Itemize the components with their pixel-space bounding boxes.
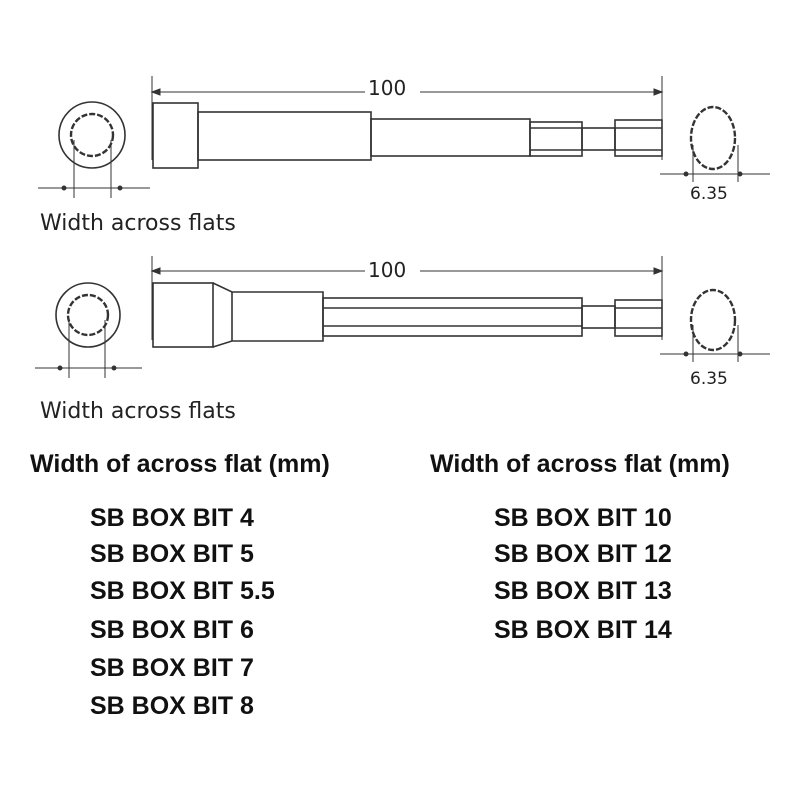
- length-dimension: [150, 256, 664, 340]
- width-dimension: [35, 320, 142, 378]
- shank-size-label: 6.35: [690, 369, 728, 389]
- length-dimension: [150, 76, 664, 160]
- size-item: SB BOX BIT 6: [90, 616, 254, 644]
- size-item: SB BOX BIT 14: [494, 616, 672, 644]
- bit-side-view: [152, 282, 663, 348]
- size-item: SB BOX BIT 5: [90, 540, 254, 568]
- size-item: SB BOX BIT 4: [90, 504, 254, 532]
- size-item: SB BOX BIT 10: [494, 504, 672, 532]
- shank-dimension: [660, 325, 770, 362]
- socket-end-view-outer: [58, 101, 126, 169]
- size-item: SB BOX BIT 7: [90, 654, 254, 682]
- length-label: 100: [368, 76, 407, 100]
- box-bit-drawing-2: [35, 256, 770, 378]
- box-bit-drawing-1: [38, 76, 770, 198]
- bit-side-view: [152, 102, 663, 169]
- socket-end-view-outer: [55, 282, 121, 348]
- hex-shank-end-view: [689, 288, 737, 352]
- socket-end-view-hex: [66, 293, 110, 337]
- socket-end-view-hex: [69, 112, 115, 158]
- width-across-flats-caption: Width across flats: [40, 399, 236, 424]
- size-item: SB BOX BIT 13: [494, 577, 672, 605]
- size-item: SB BOX BIT 12: [494, 540, 672, 568]
- size-item: SB BOX BIT 5.5: [90, 577, 275, 605]
- shank-dimension: [660, 145, 770, 182]
- width-across-flats-caption: Width across flats: [40, 211, 236, 236]
- length-label: 100: [368, 258, 407, 282]
- shank-size-label: 6.35: [690, 184, 728, 204]
- size-item: SB BOX BIT 8: [90, 692, 254, 720]
- size-list-heading-left: Width of across flat (mm): [30, 450, 330, 478]
- hex-shank-end-view: [689, 105, 737, 171]
- size-list-heading-right: Width of across flat (mm): [430, 450, 730, 478]
- width-dimension: [38, 140, 150, 198]
